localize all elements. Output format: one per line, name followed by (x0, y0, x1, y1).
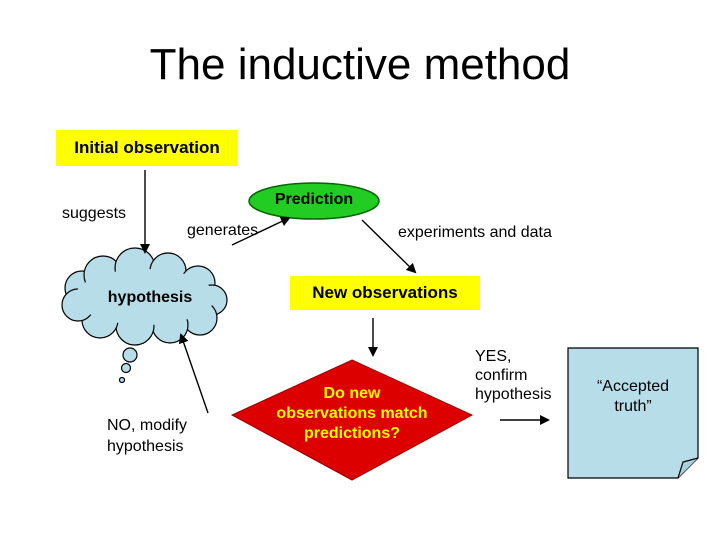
page-title: The inductive method (149, 40, 571, 89)
suggests-label: suggests (62, 205, 127, 222)
experiments-label: experiments and data (398, 224, 552, 241)
note-fold (677, 457, 699, 479)
yes-confirm-label: YES, confirm hypothesis (475, 347, 552, 404)
decision-line-3: predictions? (303, 425, 400, 442)
hypothesis-cloud-fill (75, 269, 215, 325)
decision-line-1: Do new (323, 385, 381, 402)
prediction-ellipse (248, 182, 380, 220)
no-modify-label: NO, modify hypothesis (107, 415, 187, 457)
yes-confirm-line-2: confirm (475, 367, 528, 384)
thought-bubble-medium (120, 362, 132, 374)
generates-label: generates (187, 222, 259, 239)
accepted-truth-line-2: truth” (614, 398, 652, 415)
new-observations-box: New observations (290, 276, 480, 310)
yes-confirm-line-3: hypothesis (475, 386, 552, 403)
thought-bubble-large (122, 347, 138, 363)
arrow-generates (231, 216, 291, 246)
hypothesis-label: hypothesis (107, 289, 193, 306)
arrow-experiments (361, 219, 417, 274)
arrow-no-modify (178, 333, 209, 414)
decision-diamond (230, 359, 474, 481)
prediction-label: Prediction (274, 191, 354, 208)
yes-confirm-line-1: YES, (475, 348, 512, 365)
decision-line-2: observations match (276, 405, 428, 422)
accepted-truth-text: “Accepted truth” (568, 377, 698, 417)
accepted-truth-line-1: “Accepted (596, 378, 670, 395)
no-modify-line-2: hypothesis (107, 438, 184, 455)
decision-text: Do new observations match predictions? (252, 384, 452, 444)
initial-observation-box: Initial observation (56, 130, 238, 166)
no-modify-line-1: NO, modify (107, 417, 188, 434)
thought-bubble-small (118, 376, 126, 384)
